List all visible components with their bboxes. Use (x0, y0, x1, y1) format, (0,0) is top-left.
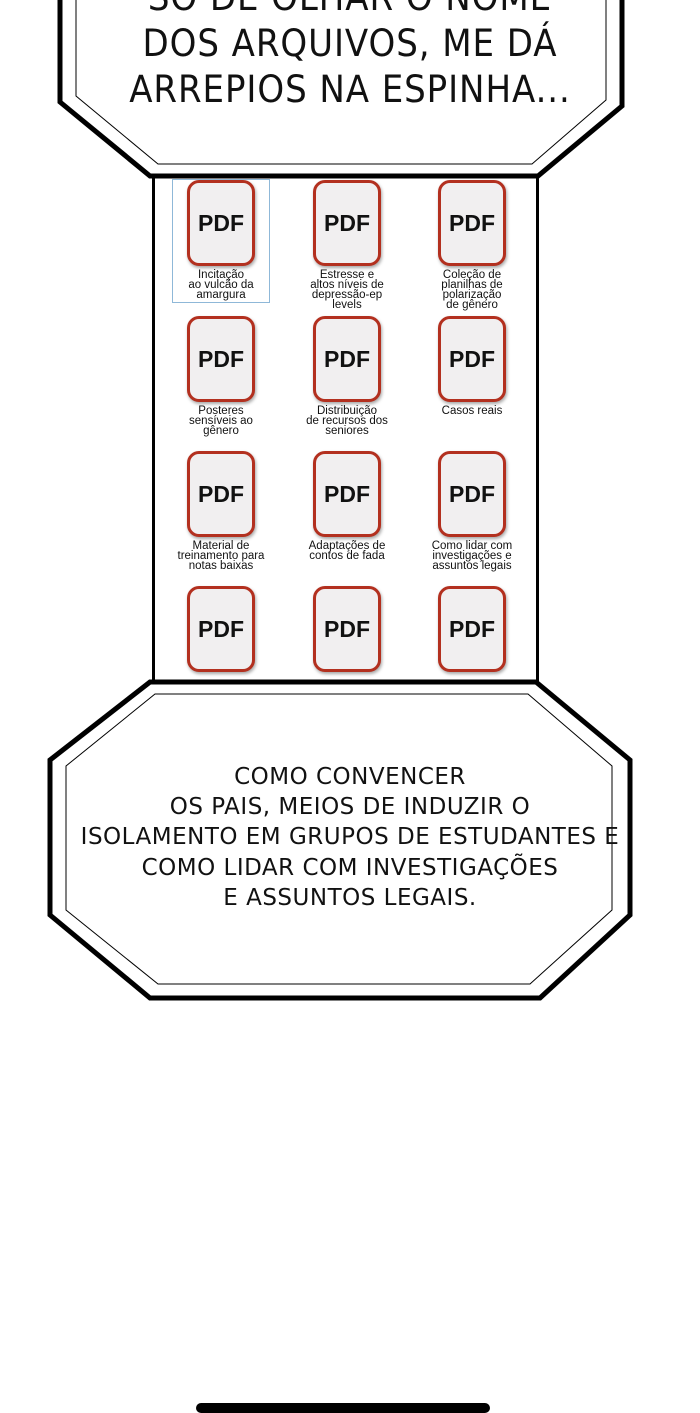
pdf-file-item[interactable]: PDF Adaptações de contos de fada (287, 451, 407, 562)
pdf-file-item[interactable]: PDF (161, 586, 281, 676)
pdf-file-icon: PDF (438, 586, 506, 672)
top-bubble-line: DOS ARQUIVOS, ME DÁ (142, 22, 558, 65)
home-indicator[interactable] (196, 1403, 490, 1413)
pdf-file-icon: PDF (313, 586, 381, 672)
file-name-label: Como lidar com investigações e assuntos … (431, 540, 513, 572)
pdf-file-icon: PDF (313, 180, 381, 266)
file-name-label: Incitação ao vulcão da amargura (188, 269, 254, 301)
pdf-file-icon: PDF (187, 316, 255, 402)
pdf-file-item[interactable]: PDF (287, 586, 407, 676)
file-name-label: Adaptações de contos de fada (308, 540, 386, 562)
pdf-file-icon: PDF (187, 180, 255, 266)
top-bubble-line: ARREPIOS NA ESPINHA... (129, 68, 571, 111)
top-bubble-inner-line (75, 0, 607, 165)
bottom-bubble-inner-line (65, 693, 613, 985)
bottom-bubble-line: E ASSUNTOS LEGAIS. (223, 885, 477, 911)
top-bubble-line: SÓ DE OLHAR O NOME (28, 0, 672, 19)
pdf-file-icon: PDF (187, 586, 255, 672)
file-name-label: Casos reais (441, 405, 503, 417)
bottom-bubble-line: OS PAIS, MEIOS DE INDUZIR O (169, 794, 531, 820)
file-name-label: Coleção de planilhas de polarização de g… (441, 269, 503, 311)
bottom-bubble-shape (47, 679, 633, 1001)
pdf-file-item[interactable]: PDF (412, 586, 532, 676)
pdf-file-icon: PDF (313, 451, 381, 537)
pdf-file-item[interactable]: PDF Casos reais (412, 316, 532, 417)
bottom-bubble-line: ISOLAMENTO EM GRUPOS DE ESTUDANTES E (80, 824, 620, 850)
file-name-label: Estresse e altos níveis de depressão-ep … (310, 269, 384, 311)
file-name-label: Material de treinamento para notas baixa… (177, 540, 265, 572)
pdf-file-icon: PDF (438, 316, 506, 402)
file-name-label: Distribuição de recursos dos seniores (306, 405, 388, 437)
bottom-bubble-line: COMO LIDAR COM INVESTIGAÇÕES (141, 855, 559, 881)
pdf-file-icon: PDF (438, 451, 506, 537)
file-name-label: Posteres sensíveis ao gênero (189, 405, 253, 437)
pdf-file-icon: PDF (313, 316, 381, 402)
pdf-file-icon: PDF (187, 451, 255, 537)
pdf-file-icon: PDF (438, 180, 506, 266)
top-bubble-shape (57, 0, 625, 179)
bottom-bubble-line: COMO CONVENCER (234, 764, 466, 790)
